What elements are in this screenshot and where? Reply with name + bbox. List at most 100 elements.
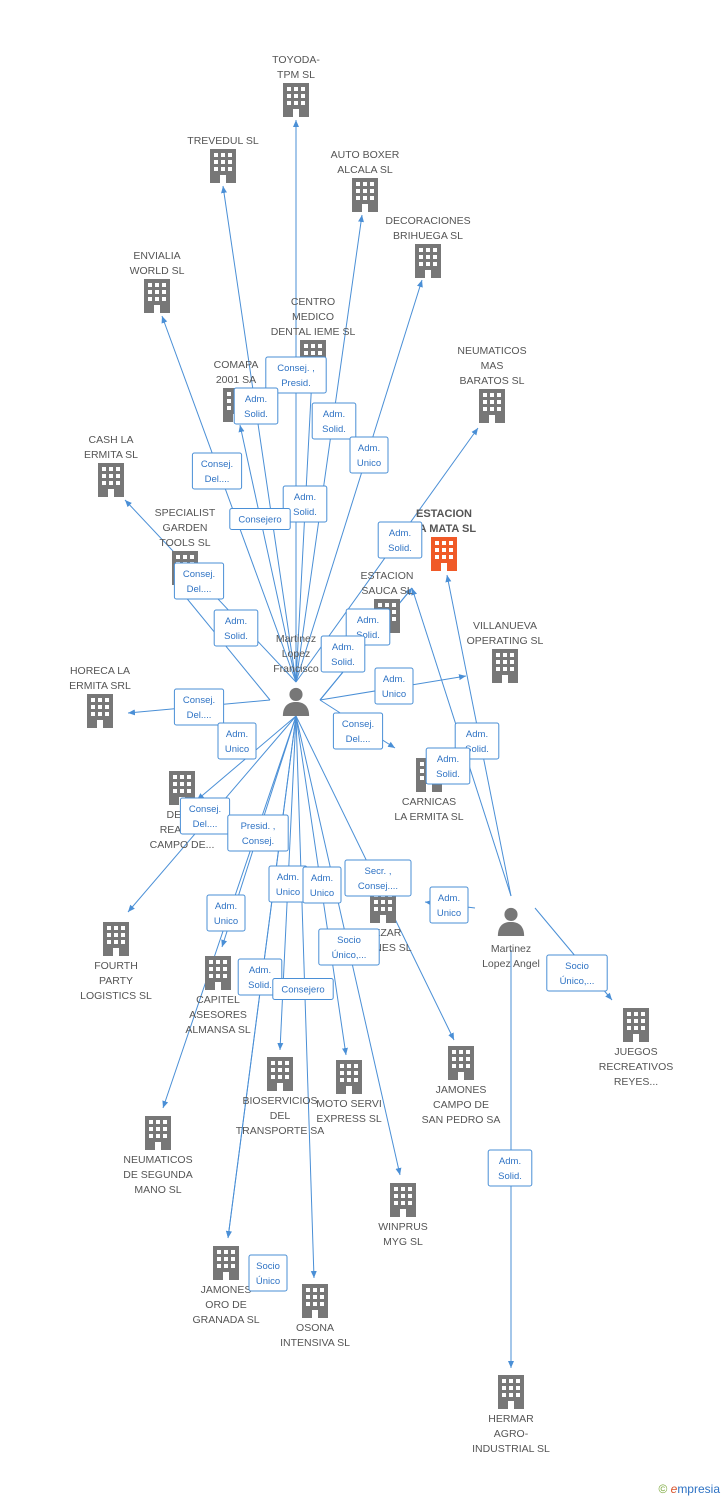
company-name: ESTACION <box>361 570 414 582</box>
company-node[interactable]: CAPITEL ASESORES ALMANSA SL <box>185 956 251 1036</box>
company-name: ORO DE <box>205 1299 246 1311</box>
company-name: CAMPO DE... <box>150 839 215 851</box>
company-name: ALMANSA SL <box>185 1024 251 1036</box>
relation-label[interactable]: Adm.Solid. <box>233 387 279 425</box>
company-name: FOURTH <box>94 960 138 972</box>
relation-label[interactable]: Consej.Del.... <box>173 688 225 726</box>
company-name: ENVIALIA <box>133 250 180 262</box>
company-name: AGRO- <box>494 1428 529 1440</box>
company-node[interactable]: TREVEDUL SL <box>187 135 259 183</box>
person-name: Francisco <box>273 663 319 675</box>
company-name: ESTACION <box>416 508 472 520</box>
nodes-layer: TOYODA-TPM SL TREVEDUL SL AUTO BOXERALCALA… <box>69 54 673 1455</box>
company-node[interactable]: TOYODA-TPM SL <box>272 54 320 117</box>
relation-label[interactable]: Adm.Unico <box>217 722 257 760</box>
company-name: BRIHUEGA SL <box>393 230 463 242</box>
relation-label[interactable]: Presid. ,Consej. <box>227 814 289 852</box>
company-name: COMAPA <box>214 359 259 371</box>
relation-label-text: Del.... <box>187 710 212 721</box>
relation-label-text: Consej. <box>242 836 274 847</box>
relation-label[interactable]: Secr. ,Consej.... <box>344 859 412 897</box>
relation-label[interactable]: Consejero <box>272 978 334 1000</box>
relation-label[interactable]: Consej. ,Presid. <box>265 356 327 394</box>
building-icon <box>210 149 236 183</box>
company-name: DEL <box>270 1110 291 1122</box>
company-name: WINPRUS <box>378 1221 428 1233</box>
relation-label[interactable]: Adm.Solid. <box>320 635 366 673</box>
company-name: MAS <box>481 360 504 372</box>
building-icon <box>98 463 124 497</box>
company-node[interactable]: JAMONES ORO DE GRANADA SL <box>192 1246 260 1326</box>
company-name: TREVEDUL SL <box>187 135 259 147</box>
relation-label[interactable]: Adm.Solid. <box>237 958 283 996</box>
relation-label-text: Único,... <box>332 950 367 961</box>
building-icon <box>352 178 378 212</box>
company-name: JAMONES <box>436 1084 487 1096</box>
company-name: DECORACIONES <box>385 215 470 227</box>
building-icon <box>103 922 129 956</box>
relation-label[interactable]: Adm.Solid. <box>487 1149 533 1187</box>
company-name: JAMONES <box>201 1284 252 1296</box>
relation-label[interactable]: Consej.Del.... <box>191 452 243 490</box>
relation-label-text: Adm. <box>332 642 354 653</box>
relation-label-text: Adm. <box>437 754 459 765</box>
relation-label[interactable]: Consej.Del.... <box>179 797 231 835</box>
relation-label[interactable]: SocioÚnico,... <box>546 954 608 992</box>
relation-label[interactable]: Adm.Unico <box>206 894 246 932</box>
relation-label[interactable]: Adm.Solid. <box>377 521 423 559</box>
relation-label-text: Unico <box>310 888 334 899</box>
relation-label[interactable]: Consej.Del.... <box>332 712 384 750</box>
company-node[interactable]: DECORACIONES BRIHUEGA SL <box>385 215 471 278</box>
person-name: Lopez Angel <box>482 958 540 970</box>
relation-label[interactable]: Adm.Solid. <box>213 609 259 647</box>
relation-label[interactable]: Adm.Solid. <box>311 402 357 440</box>
company-name: CAPITEL <box>196 994 240 1006</box>
relation-label[interactable]: Adm.Unico <box>302 866 342 904</box>
relation-label-text: Adm. <box>358 443 380 454</box>
company-name: MANO SL <box>134 1184 181 1196</box>
company-name: ASESORES <box>189 1009 247 1021</box>
relation-label[interactable]: Adm.Unico <box>374 667 414 705</box>
relation-label[interactable]: Adm.Unico <box>349 436 389 474</box>
relation-label[interactable]: Adm.Unico <box>429 886 469 924</box>
relation-label[interactable]: Consej.Del.... <box>173 562 225 600</box>
relation-label[interactable]: Consejero <box>229 508 291 530</box>
company-node[interactable]: COMAPA 2001 SA <box>214 359 259 422</box>
relation-label[interactable]: SocioÚnico,... <box>318 928 380 966</box>
relation-label-text: Adm. <box>225 616 247 627</box>
building-icon <box>479 389 505 423</box>
relation-label[interactable]: Adm.Solid. <box>282 485 328 523</box>
relation-label-text: Del.... <box>346 734 371 745</box>
company-name: 2001 SA <box>216 374 256 386</box>
company-node[interactable]: JUEGOSRECREATIVOSREYES... <box>599 1008 673 1088</box>
building-icon <box>492 649 518 683</box>
company-name: CENTRO <box>291 296 335 308</box>
company-name: GRANADA SL <box>192 1314 259 1326</box>
relation-label[interactable]: Adm.Solid. <box>425 747 471 785</box>
building-icon <box>267 1057 293 1091</box>
relation-label[interactable]: Adm.Unico <box>268 865 308 903</box>
relation-label-text: Adm. <box>383 674 405 685</box>
